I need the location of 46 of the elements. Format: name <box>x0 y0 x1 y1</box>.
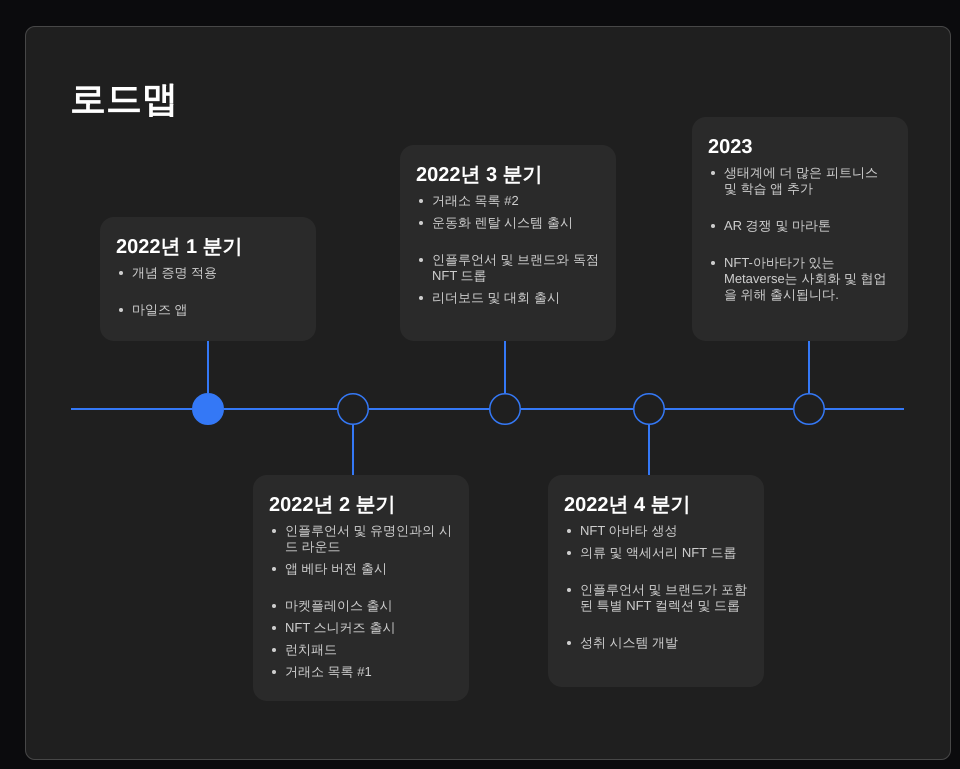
list-item: NFT-아바타가 있는 Metaverse는 사회화 및 협업을 위해 출시됩니다. <box>708 255 892 303</box>
milestone-marker <box>192 393 224 425</box>
milestone-marker <box>633 393 665 425</box>
milestone-marker <box>489 393 521 425</box>
list-item: 마일즈 앱 <box>116 302 300 318</box>
list-item: 개념 증명 적용 <box>116 265 300 281</box>
connector-line <box>352 425 354 475</box>
roadmap-card <box>692 117 908 341</box>
list-item: 의류 및 액세서리 NFT 드롭 <box>564 545 748 561</box>
roadmap-card <box>548 475 764 687</box>
list-item: NFT 스니커즈 출시 <box>269 620 453 636</box>
roadmap-card <box>253 475 469 701</box>
list-item: 앱 베타 버전 출시 <box>269 561 453 577</box>
list-item: 생태계에 더 많은 피트니스 및 학습 앱 추가 <box>708 165 892 197</box>
list-item: 런치패드 <box>269 642 453 658</box>
timeline-line <box>825 408 904 410</box>
card-heading: 2022년 1 분기 <box>116 235 244 259</box>
card-heading: 2022년 3 분기 <box>416 163 544 187</box>
timeline-line <box>665 408 793 410</box>
list-item: 인플루언서 및 브랜드가 포함된 특별 NFT 컬렉션 및 드롭 <box>564 582 748 614</box>
connector-line <box>504 341 506 393</box>
timeline-line <box>521 408 633 410</box>
list-item: NFT 아바타 생성 <box>564 523 748 539</box>
list-item: 리더보드 및 대회 출시 <box>416 290 600 306</box>
list-item: AR 경쟁 및 마라톤 <box>708 218 892 234</box>
card-heading: 2023 <box>708 135 754 159</box>
timeline-line <box>71 408 192 410</box>
milestone-marker <box>337 393 369 425</box>
milestone-marker <box>793 393 825 425</box>
list-item: 인플루언서 및 유명인과의 시드 라운드 <box>269 523 453 555</box>
card-heading: 2022년 4 분기 <box>564 493 692 517</box>
list-item: 성취 시스템 개발 <box>564 635 748 651</box>
connector-line <box>808 341 810 393</box>
list-item: 마켓플레이스 출시 <box>269 598 453 614</box>
connector-line <box>207 341 209 393</box>
roadmap-card <box>100 217 316 341</box>
card-heading: 2022년 2 분기 <box>269 493 397 517</box>
timeline-line <box>224 408 337 410</box>
diagram-title: 로드맵 <box>70 77 178 121</box>
list-item: 거래소 목록 #2 <box>416 193 600 209</box>
roadmap-card <box>400 145 616 341</box>
list-item: 인플루언서 및 브랜드와 독점 NFT 드롭 <box>416 252 600 284</box>
connector-line <box>648 425 650 475</box>
list-item: 운동화 렌탈 시스템 출시 <box>416 215 600 231</box>
timeline-line <box>369 408 489 410</box>
list-item: 거래소 목록 #1 <box>269 664 453 680</box>
